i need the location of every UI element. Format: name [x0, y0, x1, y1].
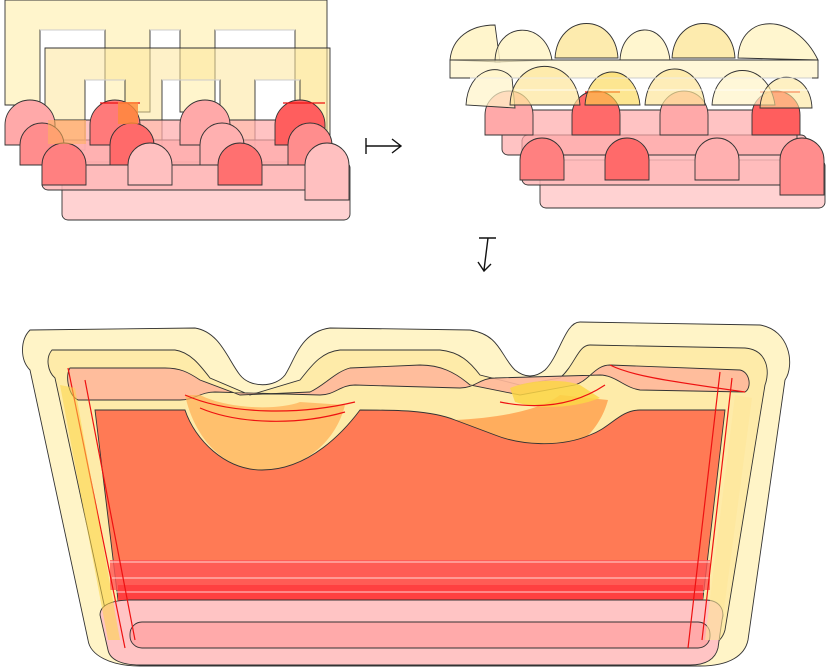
- yellow-sheet-edges: [40, 29, 300, 81]
- pink-inner-slab: [129, 621, 711, 649]
- yellow-arches-back: [449, 23, 819, 79]
- maps-to-right-arrow: [365, 138, 403, 154]
- gold-fold-right: [510, 380, 600, 407]
- panel-stacked-sheets: [4, 0, 351, 221]
- bumps-row-3: [41, 142, 350, 201]
- left-side-band: [60, 385, 120, 640]
- maps-to-down-arrow: [477, 237, 496, 273]
- salmon-fold-layer: [67, 364, 750, 401]
- red-edge-lines: [67, 364, 746, 649]
- orange-fold-2: [48, 120, 86, 144]
- panel-lifted-sheets: [449, 23, 826, 209]
- bottom-white-lines: [110, 561, 710, 593]
- right-side-band: [705, 395, 752, 640]
- orange-fold-left: [185, 395, 345, 470]
- panel-merged-solid: [22, 321, 791, 667]
- orange-fold-1: [118, 102, 138, 124]
- arch-white-edges: [470, 77, 812, 91]
